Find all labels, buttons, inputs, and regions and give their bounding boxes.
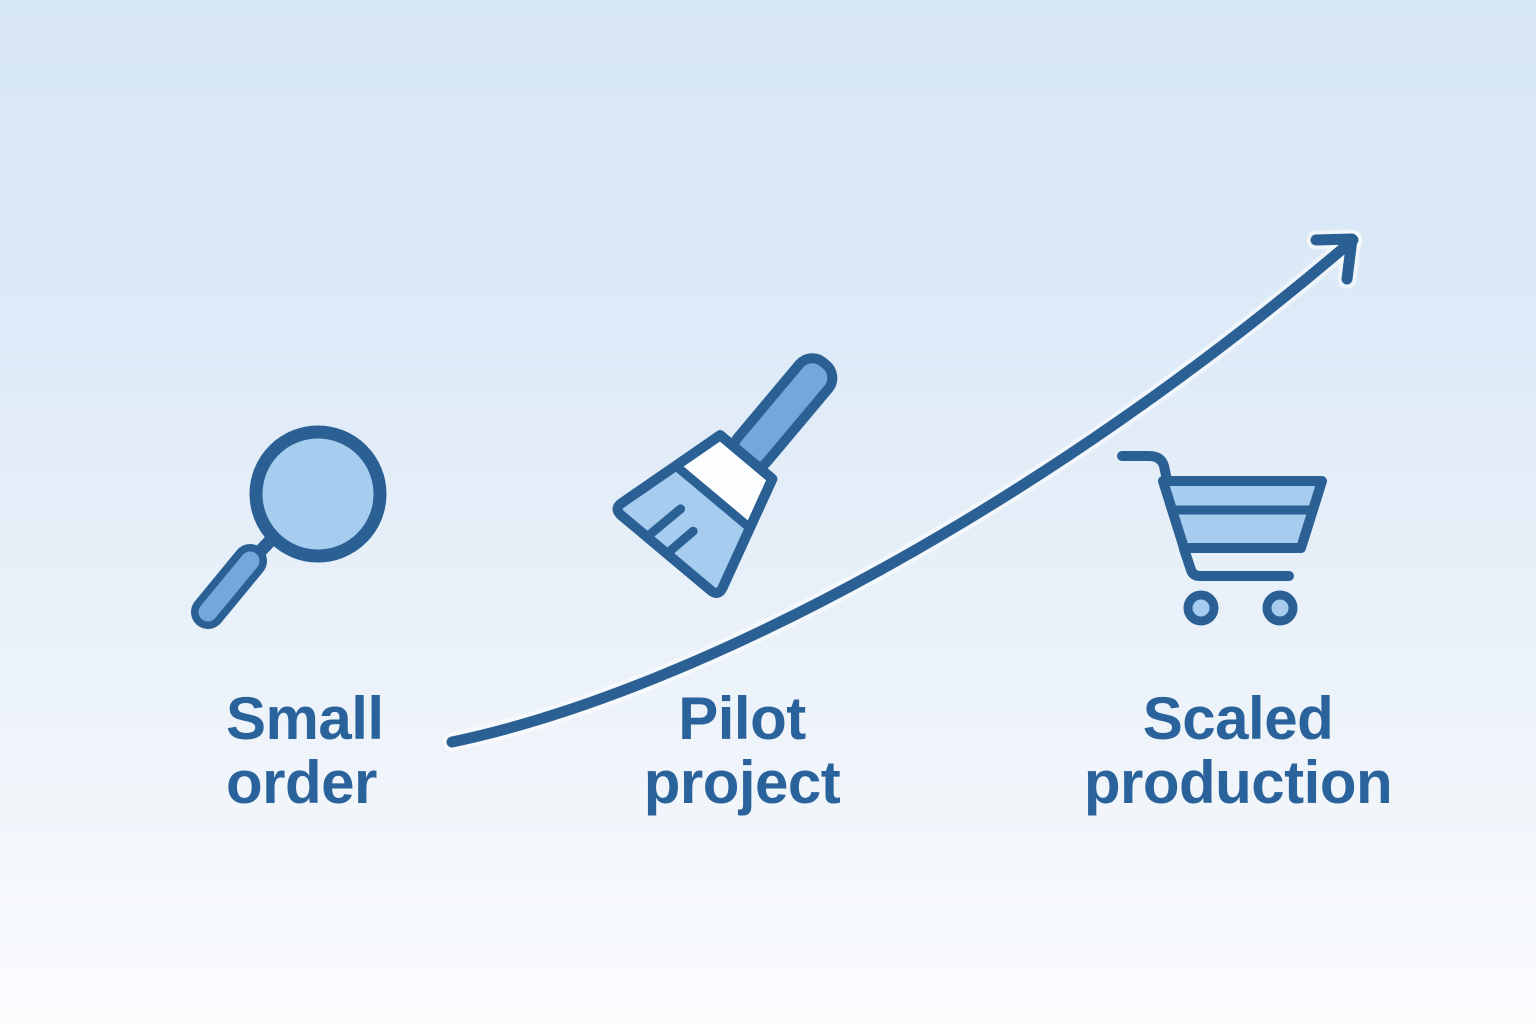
paintbrush-icon (612, 353, 838, 598)
stage-label-line-1: Pilot (678, 685, 806, 752)
stage-label-pilot-project: Pilot project (644, 687, 841, 815)
stage-label-small-order: Small order (226, 687, 384, 815)
stage-label-line-1: Scaled (1142, 685, 1334, 752)
stage-label-line-2: production (1083, 749, 1393, 816)
stage-label-line-1: Small (226, 685, 384, 752)
magnifier-icon (191, 425, 387, 629)
growth-curve-arrow-icon (442, 229, 1363, 752)
stage-label-line-2: order (226, 749, 377, 816)
stage-label-scaled-production: Scaled production (1083, 685, 1393, 816)
shopping-cart-icon (1117, 451, 1327, 626)
stage-label-line-2: project (643, 749, 841, 816)
